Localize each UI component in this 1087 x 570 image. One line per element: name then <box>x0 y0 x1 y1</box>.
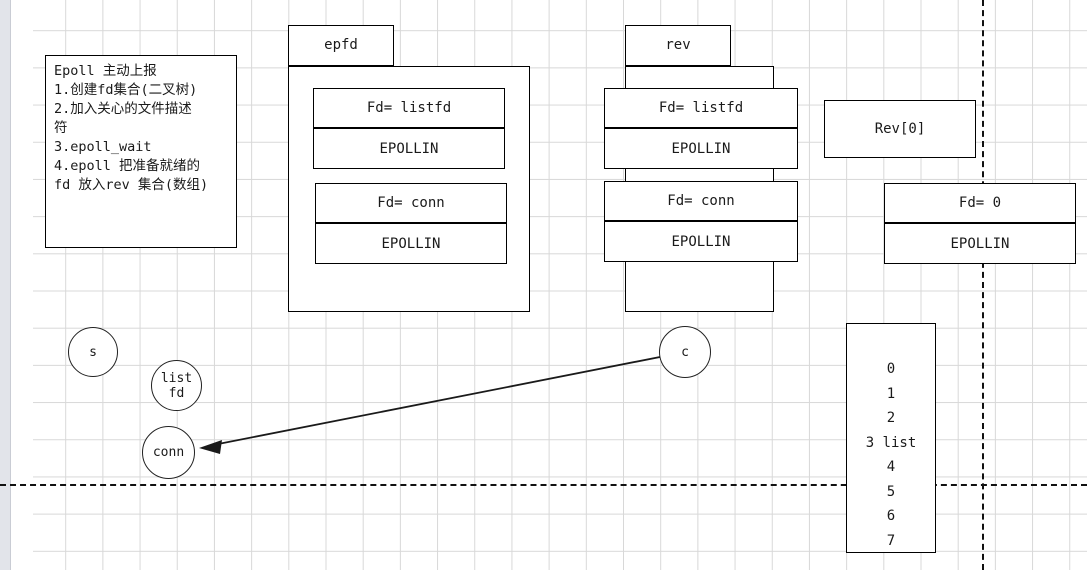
epfd-entry-1-event[interactable]: EPOLLIN <box>315 223 507 264</box>
epoll-note-box[interactable]: Epoll 主动上报 1.创建fd集合(二叉树) 2.加入关心的文件描述 符 3… <box>45 55 237 248</box>
note-line-6: 4.epoll 把准备就绪的 <box>54 158 201 174</box>
rev-title-label: rev <box>665 37 691 53</box>
page-guide-horizontal <box>0 484 1087 486</box>
node-listfd-label-line1: list <box>160 370 193 386</box>
note-line-3: 2.加入关心的文件描述 <box>54 101 192 117</box>
fd-list-row-7[interactable]: 7 <box>886 532 896 549</box>
note-line-4: 符 <box>54 120 68 136</box>
note-line-7: fd 放入rev 集合(数组) <box>54 177 209 193</box>
fd-list-box[interactable]: 0 1 2 3 list 4 5 6 7 <box>846 323 936 553</box>
fd-list-row-5[interactable]: 5 <box>886 483 896 500</box>
fd-list-row-6[interactable]: 6 <box>886 508 896 524</box>
fd-list-row-0[interactable]: 0 <box>886 361 896 377</box>
node-listfd-label-line2: fd <box>168 385 185 401</box>
node-conn[interactable]: conn <box>142 426 195 479</box>
page-left-margin <box>12 0 33 570</box>
note-line-5: 3.epoll_wait <box>54 139 152 155</box>
epfd-entry-0-event[interactable]: EPOLLIN <box>313 128 505 169</box>
rev-entry-1-event[interactable]: EPOLLIN <box>604 221 798 262</box>
node-conn-label: conn <box>152 445 185 460</box>
rev-array-title-box[interactable]: Rev[0] <box>824 100 976 158</box>
window-gutter-strip <box>0 0 11 570</box>
page-guide-vertical <box>982 0 984 570</box>
note-line-2: 1.创建fd集合(二叉树) <box>54 82 198 98</box>
node-s[interactable]: s <box>68 327 118 377</box>
node-listfd[interactable]: list fd <box>151 360 202 411</box>
note-line-1: Epoll 主动上报 <box>54 63 157 79</box>
fd-list-row-2[interactable]: 2 <box>886 410 896 426</box>
fd-list-row-3[interactable]: 3 list <box>865 434 917 451</box>
rev-entry-1-fd[interactable]: Fd= conn <box>604 181 798 221</box>
epfd-entry-1-fd[interactable]: Fd= conn <box>315 183 507 223</box>
fd-list-row-1[interactable]: 1 <box>886 385 896 402</box>
rev-entry-0-event[interactable]: EPOLLIN <box>604 128 798 169</box>
node-c[interactable]: c <box>659 326 711 378</box>
epfd-title-box[interactable]: epfd <box>288 25 394 66</box>
fd-list-row-4[interactable]: 4 <box>886 459 896 475</box>
rev-array-entry-event[interactable]: EPOLLIN <box>884 223 1076 264</box>
epfd-entry-0-fd[interactable]: Fd= listfd <box>313 88 505 128</box>
rev-entry-0-fd[interactable]: Fd= listfd <box>604 88 798 128</box>
epfd-title-label: epfd <box>324 37 358 53</box>
node-c-label: c <box>681 344 689 360</box>
rev-title-box[interactable]: rev <box>625 25 731 66</box>
node-s-label: s <box>89 344 97 360</box>
rev-array-entry-fd[interactable]: Fd= 0 <box>884 183 1076 223</box>
